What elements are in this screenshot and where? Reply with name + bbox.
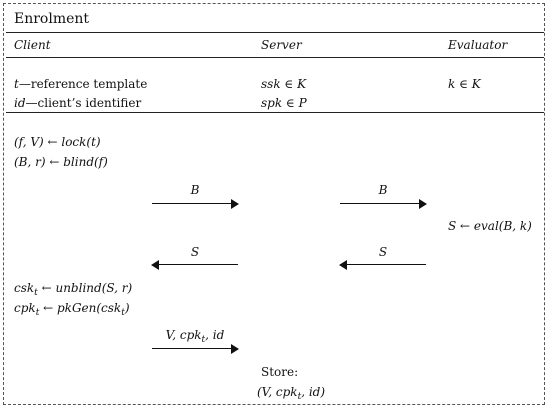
- msg3-b: , id: [205, 328, 225, 342]
- store-a: (V, cpk: [257, 385, 298, 399]
- server-ssk: ssk ∈ K: [261, 77, 307, 91]
- arrow-server-to-client: [151, 260, 238, 270]
- msg3-sub: t: [201, 335, 206, 345]
- column-header-server: Server: [261, 38, 302, 52]
- client-template-line: t—reference template: [14, 78, 147, 90]
- step-blind: (B, r) ← blind(f): [14, 155, 108, 169]
- pkgen-mid: ← pkGen(csk: [39, 301, 122, 315]
- msg1-label-client-server: B: [190, 183, 200, 197]
- msg1-label-server-evaluator: B: [378, 183, 388, 197]
- store-tuple: (V, cpkt, id): [257, 385, 326, 402]
- msg2-label-evaluator-server: S: [378, 245, 388, 259]
- unblind-lhs: csk: [14, 281, 35, 295]
- arrow-evaluator-to-server: [339, 260, 426, 270]
- template-var: t: [14, 77, 19, 91]
- arrow-server-to-evaluator: [340, 199, 427, 209]
- id-var: id: [14, 96, 26, 110]
- step-lock: (f, V) ← lock(t): [14, 135, 101, 149]
- step-unblind: cskt ← unblind(S, r): [14, 281, 133, 298]
- store-b: , id): [301, 385, 326, 399]
- store-sub: t: [297, 392, 302, 402]
- msg2-label-server-client: S: [190, 245, 200, 259]
- pkgen-sub2: t: [121, 308, 125, 318]
- template-desc: —reference template: [18, 77, 148, 91]
- evaluator-k: k ∈ K: [448, 77, 481, 91]
- arrow-client-to-server-1: [152, 199, 239, 209]
- client-id-line: id—client’s identifier: [14, 97, 141, 109]
- pkgen-sub: t: [35, 308, 40, 318]
- unblind-rhs: ← unblind(S, r): [37, 281, 133, 295]
- store-label: Store:: [261, 365, 299, 379]
- server-spk: spk ∈ P: [261, 96, 307, 110]
- title-rule: [6, 32, 544, 33]
- column-header-evaluator: Evaluator: [448, 38, 508, 52]
- diagram-frame: [3, 3, 545, 405]
- msg3-label: V, cpkt, id: [152, 328, 238, 345]
- id-desc: —client’s identifier: [25, 96, 142, 110]
- setup-rule: [6, 112, 544, 113]
- diagram-title: Enrolment: [14, 11, 90, 27]
- header-rule: [6, 57, 544, 58]
- column-header-client: Client: [14, 38, 51, 52]
- pkgen-end: ): [124, 301, 130, 315]
- arrow-client-to-server-2: [152, 344, 239, 354]
- unblind-sub: t: [34, 288, 38, 298]
- pkgen-lhs: cpk: [14, 301, 36, 315]
- step-eval: S ← eval(B, k): [448, 219, 532, 233]
- step-pkgen: cpkt ← pkGen(cskt): [14, 301, 130, 318]
- msg3-a: V, cpk: [165, 328, 202, 342]
